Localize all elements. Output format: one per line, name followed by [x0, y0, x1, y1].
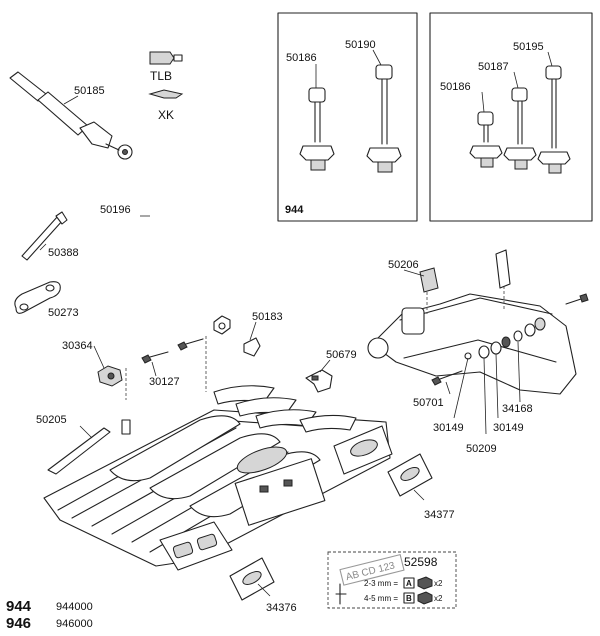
model-946: 946: [6, 615, 31, 632]
spacer-row2-letter: B: [406, 594, 412, 603]
label-50195: 50195: [513, 41, 544, 53]
kit-label-944: 944: [285, 204, 304, 216]
lock-barrel-tlb: [149, 51, 183, 65]
nut-50183: [213, 315, 231, 335]
strap-rail-50205: [47, 427, 111, 475]
kit-box-944: [277, 12, 418, 222]
label-50205: 50205: [36, 414, 67, 426]
clamp-short-50186-946: [469, 111, 503, 168]
light-lens-34376: [229, 557, 275, 601]
label-50183: 50183: [252, 311, 283, 323]
light-lens-34377: [387, 453, 433, 497]
label-50190: 50190: [345, 39, 376, 51]
knob-30364: [97, 365, 123, 387]
label-52598: 52598: [404, 555, 438, 569]
label-50209: 50209: [466, 443, 497, 455]
label-50388: 50388: [48, 247, 79, 259]
label-34168: 34168: [502, 403, 533, 415]
label-34376: 34376: [266, 602, 297, 614]
wrench-tool-50273: [14, 281, 61, 314]
label-50701: 50701: [413, 397, 444, 409]
strap-50679: [305, 369, 333, 393]
bolt-top-30127: [177, 338, 204, 351]
carrier-main-body: [43, 385, 393, 571]
clamp-medium-50187: [503, 87, 537, 170]
label-30149-right: 30149: [493, 422, 524, 434]
model-944: 944: [6, 598, 32, 615]
label-tlb: TLB: [150, 69, 172, 83]
hex-key-50388: [21, 211, 68, 261]
label-30364: 30364: [62, 340, 93, 352]
bolt-50701: [431, 370, 463, 386]
article-946000: 946000: [56, 618, 93, 630]
coupling-head-50206: [367, 249, 589, 395]
label-50186-946: 50186: [440, 81, 471, 93]
label-50206: 50206: [388, 259, 419, 271]
label-50273: 50273: [48, 307, 79, 319]
spacer-row1-qty: x2: [434, 579, 443, 588]
frame-holder-arm-50185: [9, 71, 133, 160]
label-30149-left: 30149: [433, 422, 464, 434]
spacer-row2-qty: x2: [434, 594, 443, 603]
clamp-short-50186: [299, 87, 335, 171]
label-50196: 50196: [100, 204, 131, 216]
label-50187: 50187: [478, 61, 509, 73]
spacer-row2-size: 4-5 mm =: [364, 594, 398, 603]
clamp-long-50190: [366, 64, 402, 173]
spacer-row1-size: 2-3 mm =: [364, 579, 398, 588]
bolt-30127: [141, 351, 169, 364]
washers-spacers: [464, 317, 546, 360]
key-xk: [148, 89, 184, 99]
plate-kit-box: AB CD 123 52598 2-3 mm = A x2 4-5 mm = B…: [327, 551, 457, 609]
label-xk: XK: [158, 108, 174, 122]
article-944000: 944000: [56, 601, 93, 613]
label-30127: 30127: [149, 376, 180, 388]
bracket-50183: [243, 337, 261, 357]
label-50185: 50185: [74, 85, 105, 97]
spacer-row1-letter: A: [406, 579, 412, 588]
clamp-long-50195: [537, 65, 571, 174]
label-50679: 50679: [326, 349, 357, 361]
label-50186-944: 50186: [286, 52, 317, 64]
folding-frame-50196: [121, 212, 208, 435]
kit-box-946: [429, 12, 593, 222]
label-34377: 34377: [424, 509, 455, 521]
leader-lines: [39, 49, 553, 597]
